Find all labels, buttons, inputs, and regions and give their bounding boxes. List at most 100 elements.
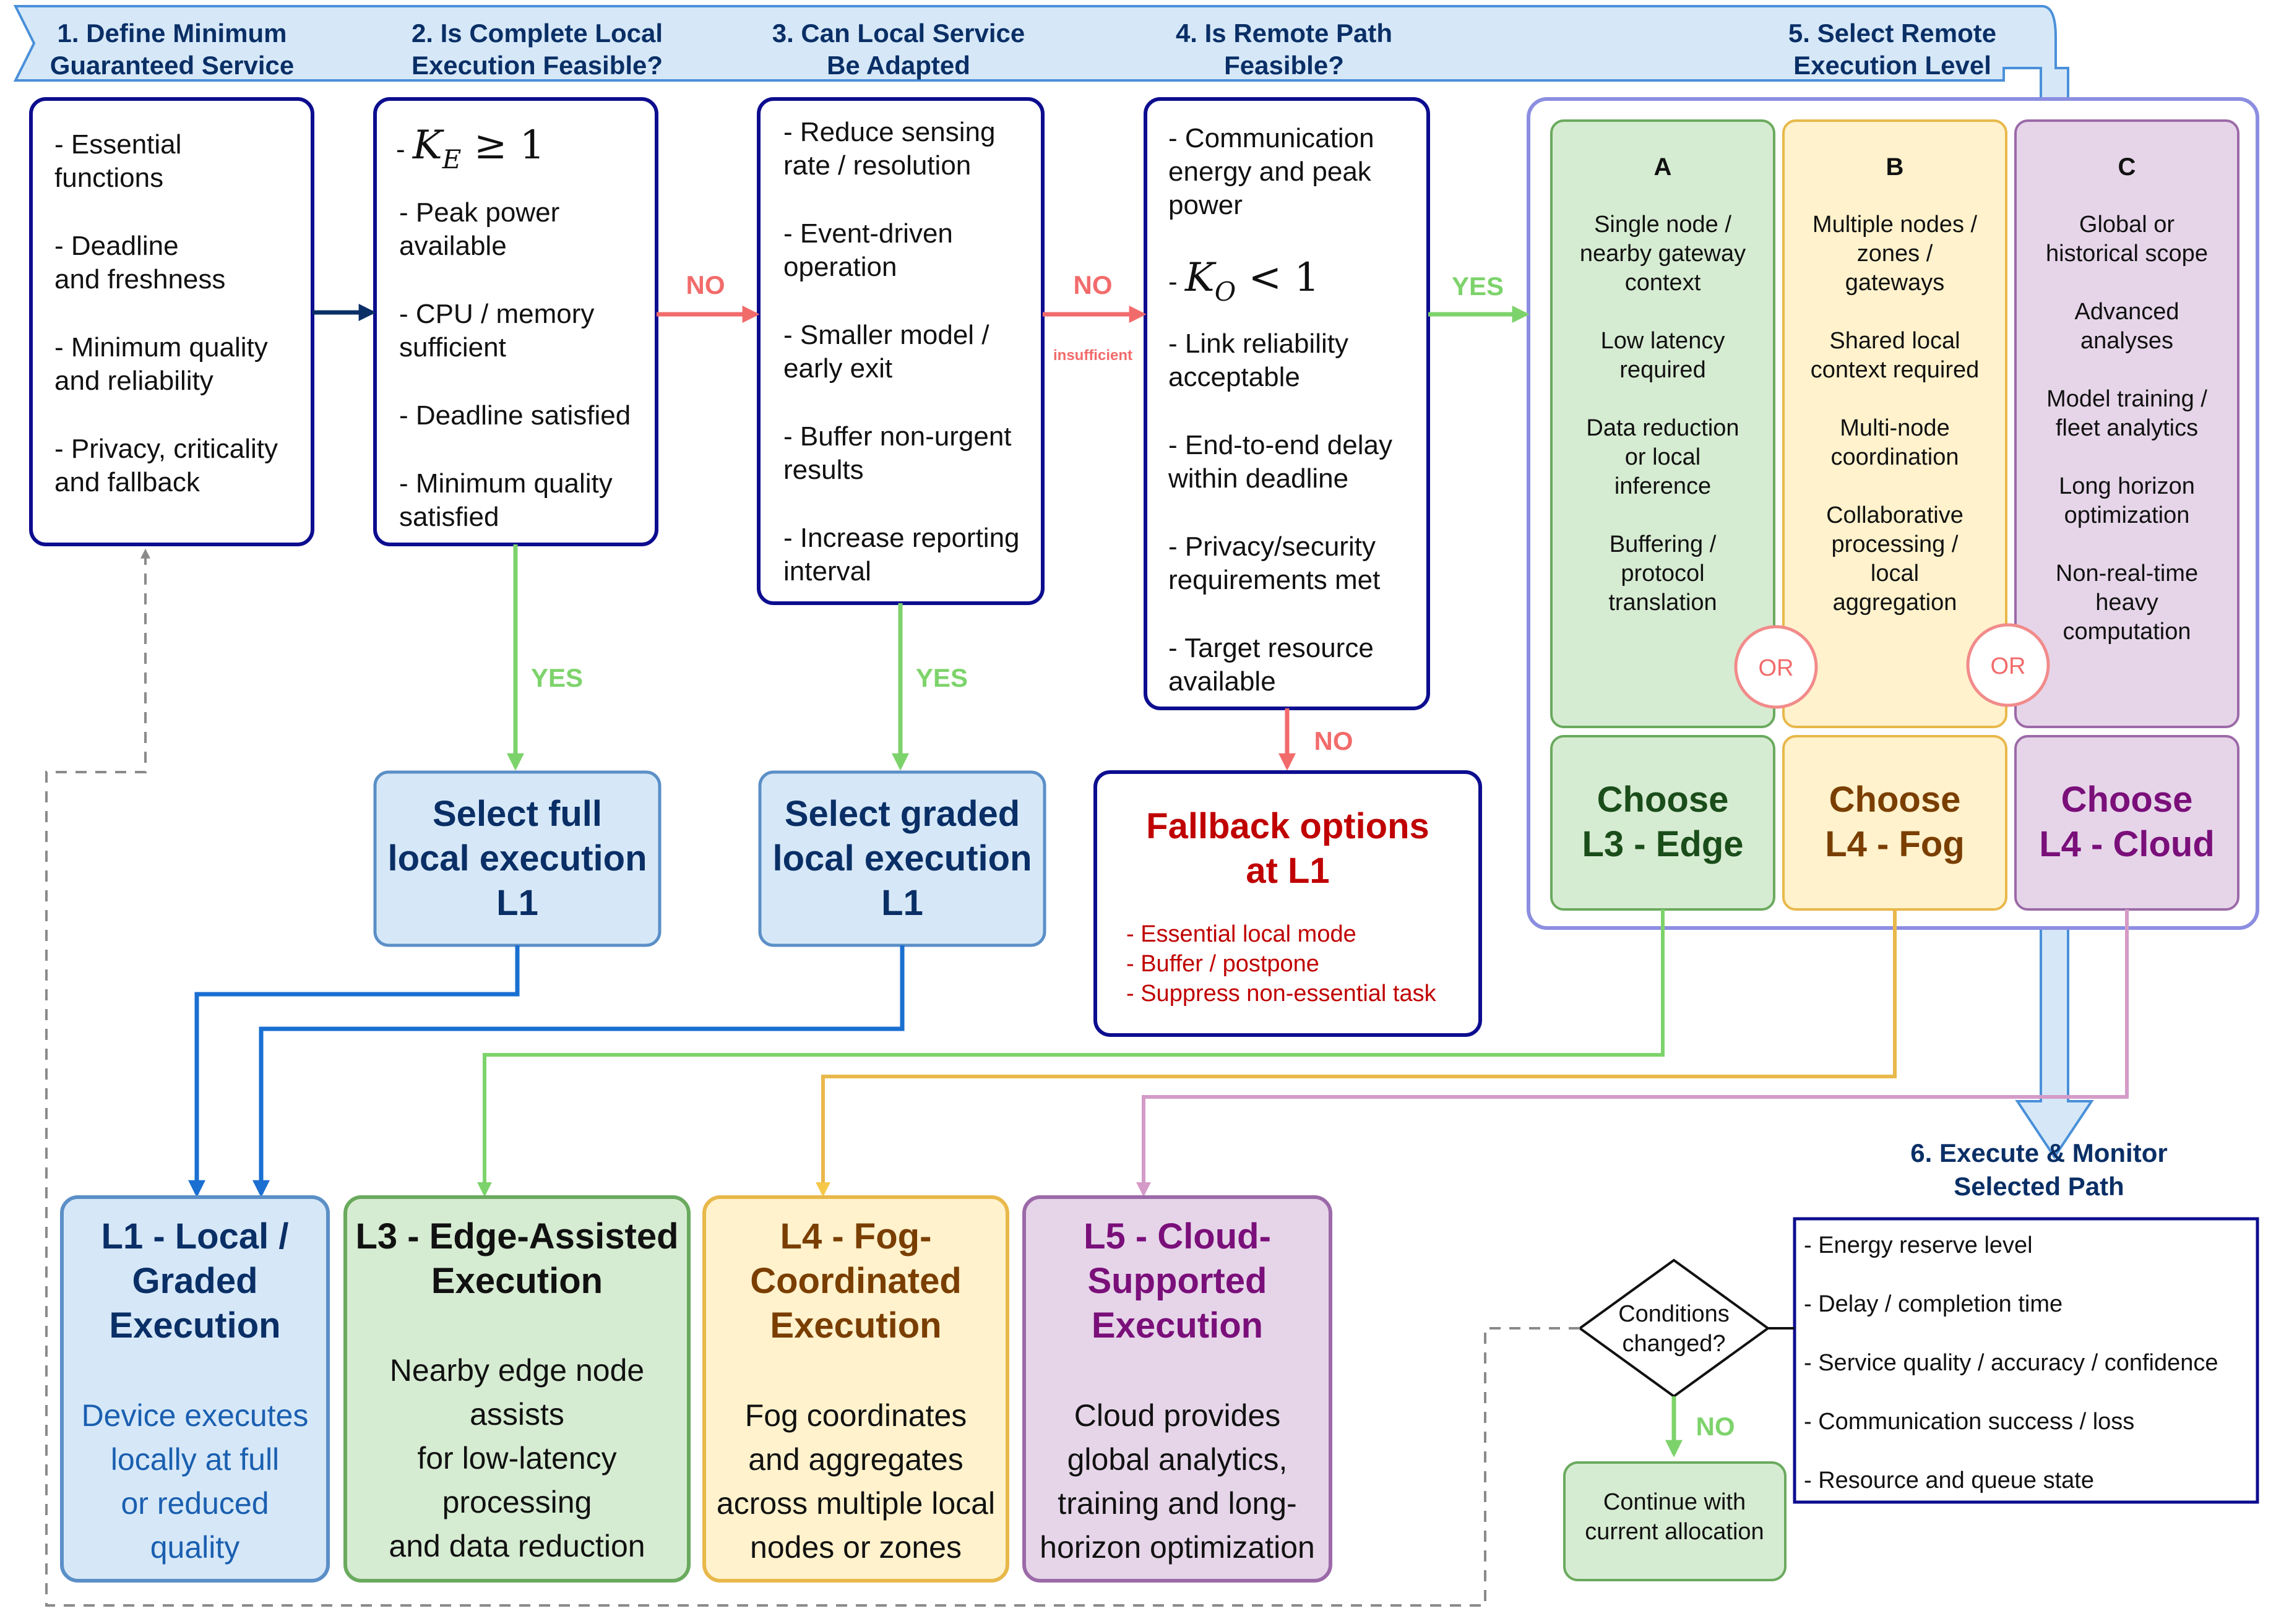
option-letter: A <box>1654 153 1672 181</box>
box4-line: - Link reliability <box>1168 329 1348 359</box>
box2-line: - Deadline satisfied <box>399 400 631 431</box>
result-title: Execution <box>109 1305 280 1346</box>
box2-line: - Peak power <box>399 197 559 228</box>
fallback-item: - Essential local mode <box>1126 921 1356 947</box>
box4-line: available <box>1168 666 1276 697</box>
option-line: Low latency <box>1601 328 1725 354</box>
option-line: local <box>1871 561 1919 586</box>
continue-text: current allocation <box>1585 1519 1764 1545</box>
option-line: required <box>1619 357 1705 383</box>
yes-label: YES <box>531 663 583 692</box>
result-body: nodes or zones <box>750 1530 962 1565</box>
box4-line: acceptable <box>1168 362 1300 392</box>
result-title: Graded <box>132 1261 257 1301</box>
result-body: Device executes <box>82 1398 309 1433</box>
connector-edge-l3 <box>477 909 1665 1197</box>
connector-fog-l4 <box>816 909 1897 1197</box>
option-line: aggregation <box>1833 590 1957 616</box>
continue-box <box>1563 1461 1787 1581</box>
decision-text: Conditions <box>1618 1301 1730 1327</box>
result-title: L3 - Edge-Assisted <box>355 1216 678 1257</box>
banner-step-4: Feasible? <box>1224 51 1344 80</box>
result-body: Nearby edge node <box>390 1353 644 1388</box>
select-graded-line: Select graded <box>785 794 1020 834</box>
option-line: Single node / <box>1594 212 1731 238</box>
yes-label: YES <box>916 663 968 692</box>
option-line: gateways <box>1845 270 1945 296</box>
result-body: for low-latency <box>417 1441 616 1476</box>
box1-line: - Deadline <box>54 231 179 261</box>
box-define-service <box>29 97 314 546</box>
monitor-box <box>1793 1217 2259 1504</box>
option-line: analyses <box>2080 328 2173 354</box>
result-title: Execution <box>431 1261 603 1301</box>
no-label: NO <box>686 270 725 299</box>
box3-line: early exit <box>783 353 892 384</box>
box4-line: requirements met <box>1168 565 1380 595</box>
result-box-2 <box>343 1195 691 1583</box>
box4-line: power <box>1168 190 1243 220</box>
option-line: Long horizon <box>2059 473 2195 499</box>
result-body: or reduced <box>121 1486 269 1521</box>
box4-line: - Privacy/security <box>1168 531 1376 562</box>
box1-line: functions <box>54 163 163 193</box>
decision-diamond <box>1577 1258 1770 1398</box>
option-line: Shared local <box>1829 328 1960 354</box>
monitor-title: Selected Path <box>1954 1172 2124 1201</box>
box1-line: and reliability <box>54 366 213 396</box>
yes-label: YES <box>1452 272 1504 301</box>
fallback-box <box>1093 770 1482 1037</box>
connector-cloud-l5 <box>1136 909 2129 1197</box>
option-line: Non-real-time <box>2056 561 2198 586</box>
choose-label: Choose <box>1829 780 1961 820</box>
banner-step-2: 2. Is Complete Local <box>412 19 663 48</box>
banner-step-3: 3. Can Local Service <box>772 19 1025 48</box>
continue-text: Continue with <box>1603 1489 1746 1515</box>
option-line: fleet analytics <box>2056 415 2198 441</box>
choose-b-box <box>1782 735 2007 911</box>
option-line: inference <box>1614 473 1711 499</box>
box3-line: - Reduce sensing <box>783 117 995 147</box>
fallback-title: Fallback options <box>1146 806 1429 846</box>
option-line: optimization <box>2064 502 2190 528</box>
choose-label: Choose <box>2061 780 2193 820</box>
result-body: and aggregates <box>748 1442 963 1477</box>
box2-line: satisfied <box>399 502 499 532</box>
choose-level: L4 - Fog <box>1825 824 1965 864</box>
choose-level: L4 - Cloud <box>2039 824 2215 864</box>
option-letter: C <box>2118 153 2136 181</box>
or-label: OR <box>1991 653 2026 679</box>
or-label: OR <box>1759 655 1794 681</box>
or-circle <box>1734 625 1818 709</box>
monitor-title: 6. Execute & Monitor <box>1910 1138 2167 1167</box>
banner-step-3: Be Adapted <box>827 51 970 80</box>
decision-text: changed? <box>1623 1331 1726 1357</box>
option-line: Model training / <box>2046 386 2207 412</box>
option-c-card <box>2014 119 2239 728</box>
choose-level: L3 - Edge <box>1582 824 1743 864</box>
banner-step-1: Guaranteed Service <box>50 51 295 80</box>
fallback-item: - Suppress non-essential task <box>1126 981 1437 1007</box>
option-line: heavy <box>2095 590 2158 616</box>
result-title: Execution <box>770 1305 941 1346</box>
option-line: protocol <box>1621 561 1704 586</box>
box3-line: operation <box>783 252 897 282</box>
result-body: global analytics, <box>1067 1442 1288 1477</box>
box3-line: interval <box>783 556 871 586</box>
formula-e: - KE ≥ 1 <box>396 122 545 174</box>
box2-line: - Minimum quality <box>399 468 613 499</box>
option-line: context required <box>1811 357 1980 383</box>
no-label: NO <box>1696 1412 1735 1441</box>
option-line: computation <box>2063 619 2191 645</box>
result-title: Coordinated <box>750 1261 962 1301</box>
select-full-line: L1 <box>496 883 538 923</box>
result-body: Fog coordinates <box>745 1398 967 1433</box>
option-line: historical scope <box>2046 241 2208 267</box>
banner-step-4: 4. Is Remote Path <box>1176 19 1392 48</box>
no-label: NO <box>1074 270 1113 299</box>
box3-line: - Smaller model / <box>783 320 989 350</box>
result-title: Execution <box>1092 1305 1263 1346</box>
box1-line: - Privacy, criticality <box>54 434 278 464</box>
result-body: quality <box>150 1530 240 1565</box>
